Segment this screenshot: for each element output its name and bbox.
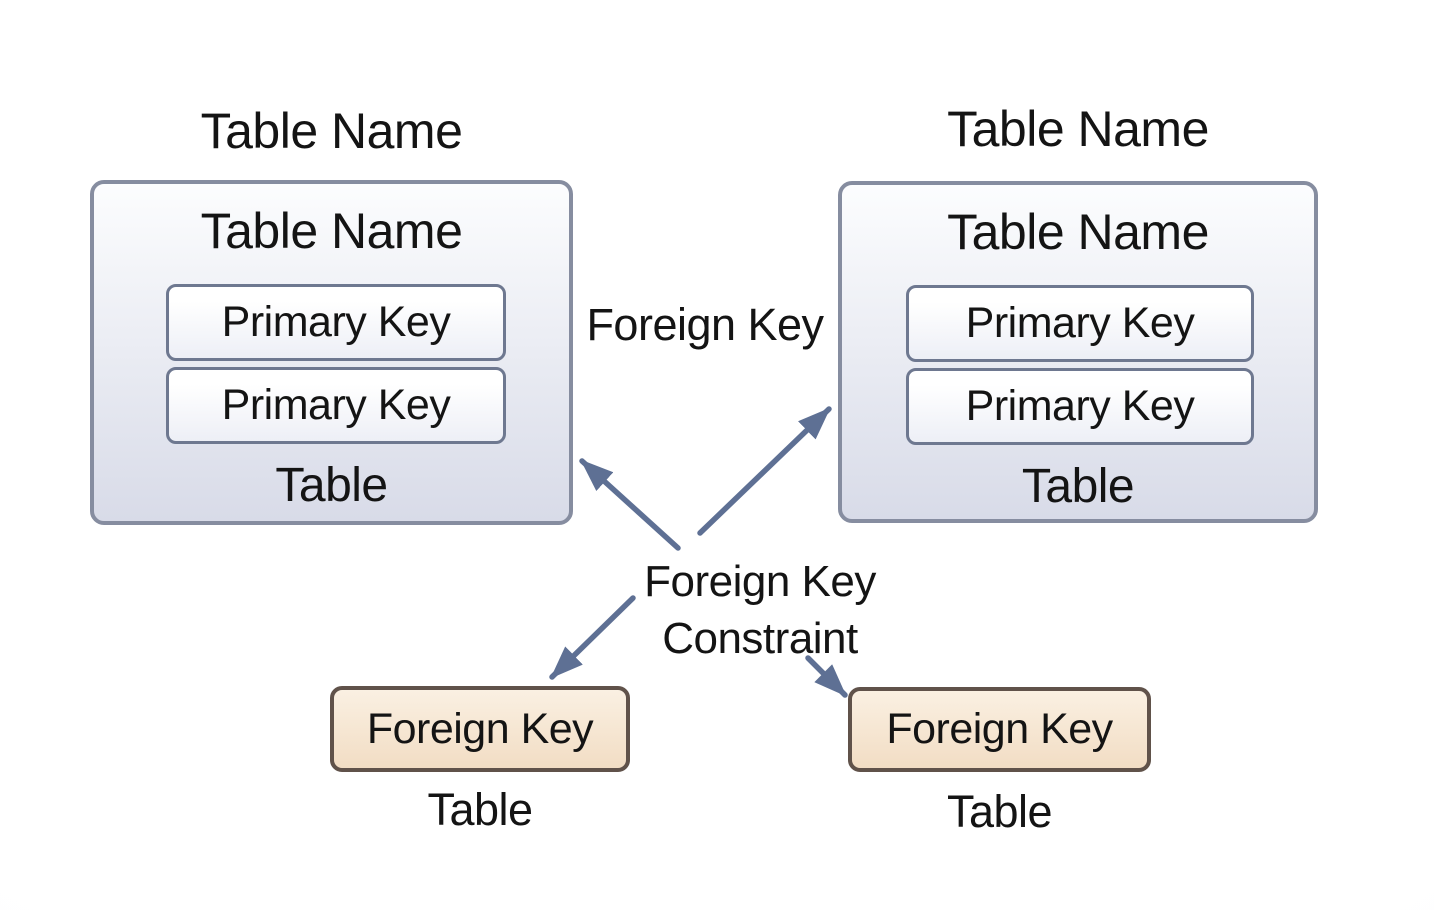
foreign-key-constraint-label: Foreign Key Constraint [590,553,930,667]
left-table-title: Table Name [200,103,463,159]
right-table-header: Table Name [947,204,1209,260]
arrow-constraint-to-left-table [579,458,681,551]
foreign-key-relationship-label: Foreign Key [586,299,824,350]
foreign-key-box-right-caption: Table [946,786,1053,837]
right-table-footer: Table [1021,460,1135,513]
arrow-constraint-to-right-table [697,406,832,536]
right-primary-key-field-2: Primary Key [906,368,1254,445]
right-table-box: Table Name Primary Key Primary Key Table [838,181,1318,523]
foreign-key-box-left: Foreign Key [330,686,630,772]
left-primary-key-field-2: Primary Key [166,367,506,444]
left-table-header: Table Name [200,203,463,259]
foreign-key-box-right: Foreign Key [848,687,1151,772]
left-table-footer: Table [275,459,388,512]
foreign-key-constraint-label-line2: Constraint [662,614,858,663]
right-primary-key-field-1: Primary Key [906,285,1254,362]
left-primary-key-field-1: Primary Key [166,284,506,361]
foreign-key-constraint-label-line1: Foreign Key [644,557,876,606]
right-table-title: Table Name [947,101,1209,157]
foreign-key-box-left-caption: Table [427,784,533,835]
left-table-box: Table Name Primary Key Primary Key Table [90,180,573,525]
